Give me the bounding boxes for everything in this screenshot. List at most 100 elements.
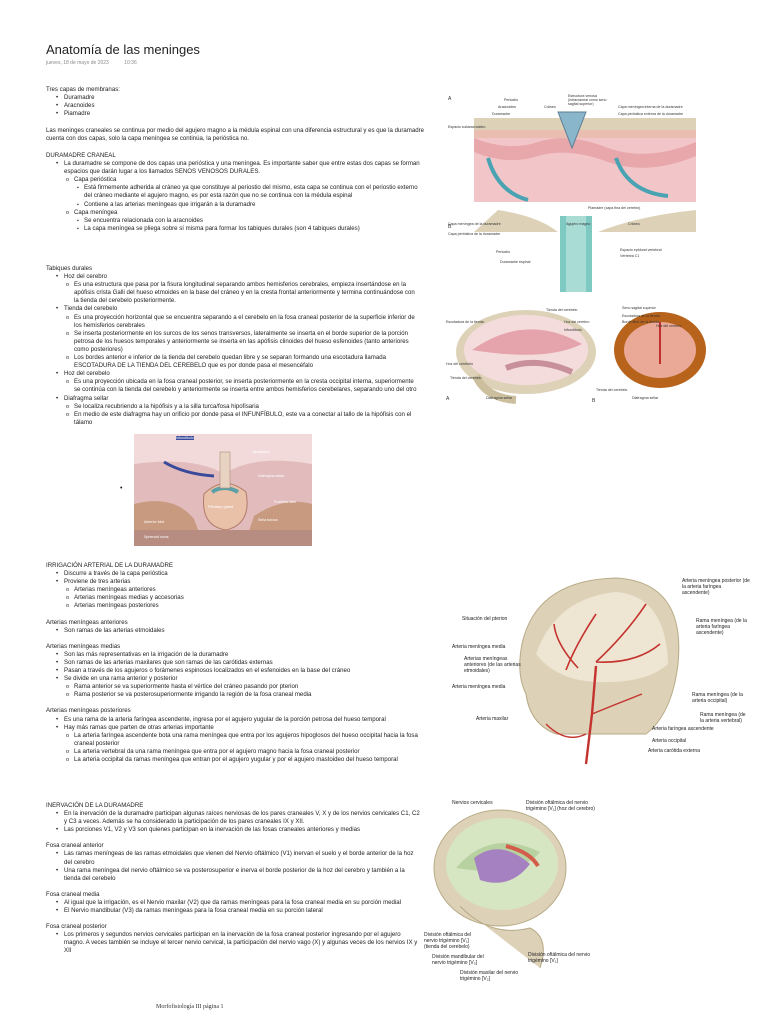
label: División mandibular del nervio trigémino… — [432, 954, 484, 966]
label: Situación del pterion — [462, 616, 508, 622]
list-item: Se inserta posteriormente en los surcos … — [46, 330, 421, 354]
label: Duramadre espinal — [500, 260, 531, 264]
inervacion-heading: INERVACIÓN DE LA DURAMADRE — [46, 802, 144, 809]
inervacion-section: INERVACIÓN DE LA DURAMADRE En la inervac… — [46, 802, 421, 956]
label: División oftálmica del nervio trigémino … — [528, 952, 590, 964]
label: Anterior lobe — [144, 520, 165, 524]
list-item: Los primeros y segundos nervios cervical… — [46, 931, 421, 955]
intro-section: Tres capas de membranas: Duramadre Aracn… — [46, 86, 426, 118]
dural-septa-figure: Tienda del cerebelo Hoz del cerebro Infu… — [446, 306, 714, 406]
list-item: Pasan a través de los agujeros o forámen… — [46, 667, 421, 675]
irrigacion-heading: IRRIGACIÓN ARTERIAL DE LA DURAMADRE — [46, 562, 173, 569]
list-item: Duramadre — [46, 94, 426, 102]
label: Arteria meníngea posterior (de la arteri… — [682, 578, 750, 596]
list-item: La arteria occipital da ramas meníngea q… — [46, 756, 421, 764]
dural-septa-illustration — [456, 310, 706, 404]
label: Arteria carótida externa — [648, 748, 700, 754]
list-item: Rama posterior se va posterosuperiorment… — [46, 691, 421, 699]
label: Sphenoid sinus — [144, 535, 169, 539]
label: Escotadura de la tienda — [446, 320, 484, 324]
subheading: Fosa craneal media — [46, 890, 100, 898]
list-item: Es una proyección ubicada en la fosa cra… — [46, 378, 421, 394]
subheading: Arterias meníngeas posteriores — [46, 707, 131, 715]
label: Rama meníngea (de la arteria occipital) — [692, 692, 743, 704]
label: Hoz del cerebro — [564, 320, 590, 324]
label: Agujero magno — [566, 222, 591, 226]
list-item: Es una proyección horizontal que se encu… — [46, 314, 421, 330]
figure-letter: B — [592, 398, 596, 404]
list-item: Aracnoides — [46, 102, 426, 110]
list-item: Se localiza recubriendo a la hipófisis y… — [46, 403, 421, 411]
dura-innervation-figure: Nervios cervicales División oftálmica de… — [420, 798, 596, 984]
label: División oftálmica del nervio trigémino … — [526, 800, 595, 812]
dura-section: DURAMADRE CRANEAL La duramadre se compon… — [46, 152, 421, 233]
label: Posterior lobe — [274, 500, 297, 504]
label: Nervios cervicales — [452, 800, 493, 806]
list-item: En medio de este diafragma hay un orific… — [46, 411, 421, 427]
label: Diafragma sellar — [486, 396, 513, 400]
list-item: Es una estructura que pasa por la fisura… — [46, 281, 421, 305]
dura-heading: DURAMADRE CRANEAL — [46, 152, 116, 159]
bullet-mark: • — [120, 485, 123, 492]
label: Capa meníngea de la duramadre — [448, 222, 501, 226]
label: Cráneo — [628, 222, 640, 226]
label: Arteria faríngea ascendente — [652, 726, 714, 732]
label: Sella turcica — [258, 518, 278, 522]
figure-letter: A — [446, 396, 450, 402]
meninges-layers-figure: A B Periostio Aracnoides Cráneo Duramadr… — [448, 92, 696, 292]
list-item: Los bordes anterior e inferior de la tie… — [46, 354, 421, 370]
label: Hoz del cerebelo — [446, 362, 473, 366]
label: Hoz del cerebro — [656, 324, 682, 328]
list-item: Discurre a través de la capa perióstica — [46, 570, 421, 578]
list-item: Arterias meníngeas medias y accesorias — [46, 594, 421, 602]
label: Rama meníngea (de la arteria faríngea as… — [696, 618, 747, 636]
label: Capa perióstica de la duramadre — [448, 232, 501, 236]
date-text: jueves, 18 de mayo de 2023 — [46, 60, 109, 66]
label: Espacio subaracnoideo — [448, 125, 486, 129]
pituitary-illustration — [134, 434, 312, 546]
label: Hipotálamo — [252, 450, 271, 454]
subheading: Fosa craneal posterior — [46, 923, 107, 931]
label: Periostio — [496, 250, 510, 254]
label: Borde libre de la tienda — [622, 320, 659, 324]
list-item: Capa perióstica — [46, 176, 421, 184]
list-item: Se encuentra relacionada con la aracnoid… — [46, 217, 421, 225]
label: Arteria meníngea media — [452, 684, 506, 690]
list-item: Se divide en una rama anterior y posteri… — [46, 675, 421, 683]
figure-letter: A — [448, 96, 452, 102]
list-item: Arterias meníngeas posteriores — [46, 602, 421, 610]
label: Tienda del cerebelo — [450, 376, 482, 380]
intro-paragraph: Las meninges craneales se continua por m… — [46, 127, 425, 143]
list-item: Hay más ramas que parten de otras arteri… — [46, 724, 421, 732]
list-item: Son ramas de las arterias maxilares que … — [46, 659, 421, 667]
label: Cráneo — [544, 105, 556, 109]
label: Arteria occipital — [652, 738, 687, 744]
irrigacion-section: IRRIGACIÓN ARTERIAL DE LA DURAMADRE Disc… — [46, 562, 421, 764]
list-item: Son las más representativas en la irriga… — [46, 651, 421, 659]
label: Diafragma sellar — [632, 396, 659, 400]
tabiques-heading: Tabiques durales — [46, 265, 93, 272]
label: Tienda del cerebelo — [546, 308, 578, 312]
meningeal-arteries-figure: Arteria meníngea posterior (de la arteri… — [446, 574, 750, 766]
list-item: Contiene a las arterias meníngeas que ir… — [46, 201, 421, 209]
list-item: La capa meníngea se pliega sobre sí mism… — [46, 225, 421, 233]
label: Vértebra C1 — [620, 254, 640, 258]
label: Estructura venosa (intracraneal como sen… — [568, 94, 607, 106]
label: Arteria meníngea media — [452, 644, 506, 650]
time-text: 10:36 — [124, 60, 137, 66]
subheading: Arterias meníngeas medias — [46, 642, 121, 650]
list-item: En la inervación de la duramadre partici… — [46, 810, 421, 826]
label: Seno sagital superior — [622, 306, 656, 310]
label: División maxilar del nervio trigémino [V… — [460, 970, 519, 982]
list-item: Tienda del cerebelo — [46, 305, 421, 313]
list-item: Las ramas meníngeas de las ramas etmoida… — [46, 850, 421, 866]
list-item: Las porciones V1, V2 y V3 son quienes pa… — [46, 826, 421, 834]
label: Infundíbulo — [564, 328, 582, 332]
label: Espacio epidural vertebral — [620, 248, 662, 252]
list-item: La arteria vertebral da una rama menínge… — [46, 748, 421, 756]
list-item: El Nervio mandibular (V3) da ramas menín… — [46, 907, 421, 915]
label: Pituitary gland — [208, 504, 234, 509]
label: Periostio — [504, 98, 518, 102]
list-item: Capa meníngea — [46, 209, 421, 217]
list-item: La duramadre se compone de dos capas una… — [46, 160, 421, 176]
